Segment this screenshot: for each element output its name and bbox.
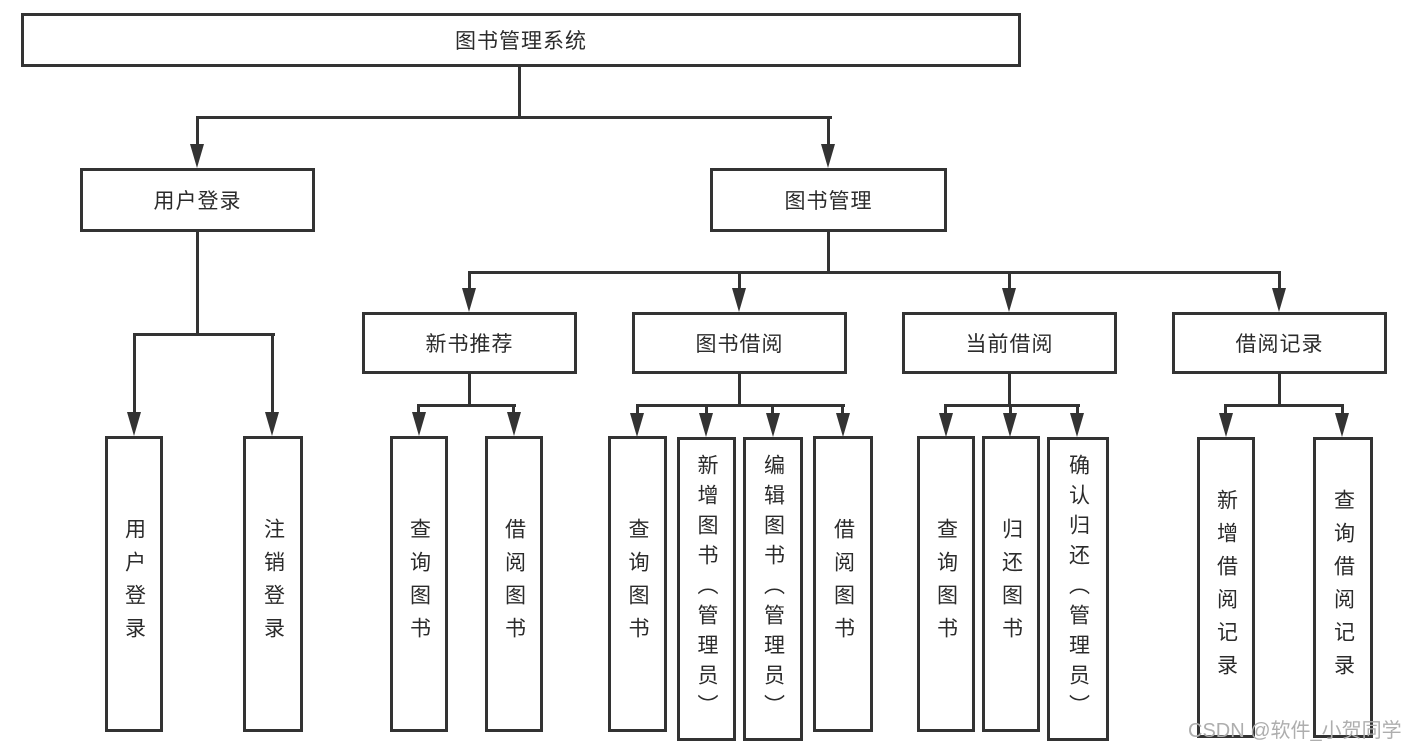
leaf-user-login: 用户登录	[105, 436, 163, 732]
arrowhead-user-login	[190, 144, 204, 168]
connector-to-new-book-recommend	[468, 271, 471, 295]
connector-to-leaf-query-book-2	[636, 404, 639, 420]
connector-book-borrowing-stem	[738, 374, 741, 407]
leaf-borrow-book-2-label: 借阅图书	[831, 518, 855, 650]
node-current-borrowing-label: 当前借阅	[965, 333, 1054, 356]
leaf-query-borrow-record-label: 查询借阅记录	[1331, 488, 1355, 687]
connector-to-book-management	[827, 116, 830, 150]
leaf-logout-login: 注销登录	[243, 436, 303, 732]
connector-to-leaf-logout	[271, 333, 274, 417]
arrowhead-new-book-recommend	[462, 288, 476, 312]
leaf-query-borrow-record: 查询借阅记录	[1313, 437, 1373, 738]
arrowhead-leaf-add-borrow-record	[1219, 413, 1233, 437]
arrowhead-leaf-logout	[265, 412, 279, 436]
leaf-return-book: 归还图书	[982, 436, 1040, 732]
node-book-management-label: 图书管理	[784, 190, 873, 213]
watermark: CSDN @软件_小贺同学	[1188, 720, 1402, 742]
connector-current-borrowing-stem	[1008, 374, 1011, 407]
node-user-login-label: 用户登录	[153, 190, 242, 213]
node-book-management: 图书管理	[710, 168, 947, 232]
leaf-borrow-book-1: 借阅图书	[485, 436, 543, 732]
connector-to-user-login	[196, 116, 199, 150]
connector-borrowing-records-branch	[1224, 404, 1344, 407]
leaf-add-borrow-record-label: 新增借阅记录	[1214, 488, 1238, 687]
connector-to-leaf-add-borrow-record	[1224, 404, 1227, 420]
arrowhead-leaf-borrow-book-1	[507, 412, 521, 436]
arrowhead-leaf-query-book-2	[630, 413, 644, 437]
arrowhead-leaf-return-book	[1003, 413, 1017, 437]
arrowhead-current-borrowing	[1002, 288, 1016, 312]
leaf-add-book-admin-label: 新增图书（管理员）	[695, 454, 718, 724]
leaf-logout-login-label: 注销登录	[261, 518, 285, 650]
leaf-borrow-book-1-label: 借阅图书	[502, 518, 526, 650]
arrowhead-leaf-borrow-book-2	[836, 413, 850, 437]
connector-to-current-borrowing	[1008, 271, 1011, 295]
connector-to-leaf-edit-book	[771, 404, 774, 420]
leaf-query-book-2-label: 查询图书	[626, 518, 649, 650]
node-borrowing-records-label: 借阅记录	[1235, 333, 1324, 356]
node-current-borrowing: 当前借阅	[902, 312, 1117, 374]
node-book-borrowing: 图书借阅	[632, 312, 847, 374]
connector-root-stem	[518, 65, 521, 119]
arrowhead-leaf-query-book-1	[412, 412, 426, 436]
node-library-system-label: 图书管理系统	[455, 30, 587, 53]
connector-level3-branch	[468, 271, 1281, 274]
connector-current-borrowing-branch	[944, 404, 1080, 407]
connector-to-leaf-confirm-return	[1076, 404, 1079, 420]
connector-borrowing-records-stem	[1278, 374, 1281, 407]
connector-to-leaf-borrow-book-2	[841, 404, 844, 420]
arrowhead-leaf-confirm-return	[1070, 413, 1084, 437]
leaf-user-login-label: 用户登录	[122, 518, 146, 650]
leaf-add-borrow-record: 新增借阅记录	[1197, 437, 1255, 738]
connector-to-leaf-add-book	[705, 404, 708, 420]
arrowhead-leaf-query-book-3	[939, 413, 953, 437]
node-user-login: 用户登录	[80, 168, 315, 232]
leaf-query-book-1: 查询图书	[390, 436, 448, 732]
connector-new-book-recommend-branch	[417, 404, 516, 407]
leaf-confirm-return-admin-label: 确认归还（管理员）	[1066, 454, 1090, 724]
connector-to-leaf-user-login	[133, 333, 136, 417]
leaf-borrow-book-2: 借阅图书	[813, 436, 873, 732]
leaf-query-book-2: 查询图书	[608, 436, 667, 732]
connector-to-book-borrowing	[738, 271, 741, 295]
arrowhead-book-borrowing	[732, 288, 746, 312]
node-new-book-recommend: 新书推荐	[362, 312, 577, 374]
connector-book-borrowing-branch	[636, 404, 845, 407]
leaf-query-book-3: 查询图书	[917, 436, 975, 732]
arrowhead-leaf-query-borrow-record	[1335, 413, 1349, 437]
leaf-edit-book-admin-label: 编辑图书（管理员）	[761, 454, 785, 724]
arrowhead-borrowing-records	[1272, 288, 1286, 312]
node-borrowing-records: 借阅记录	[1172, 312, 1387, 374]
arrowhead-leaf-add-book	[699, 413, 713, 437]
node-library-system: 图书管理系统	[21, 13, 1021, 67]
node-new-book-recommend-label: 新书推荐	[425, 333, 514, 356]
leaf-query-book-3-label: 查询图书	[934, 518, 958, 650]
connector-to-leaf-query-borrow-record	[1341, 404, 1344, 420]
connector-book-management-stem	[827, 232, 830, 274]
connector-user-login-branch	[133, 333, 275, 336]
arrowhead-leaf-edit-book	[766, 413, 780, 437]
node-book-borrowing-label: 图书借阅	[695, 333, 784, 356]
connector-to-leaf-return-book	[1009, 404, 1012, 420]
leaf-edit-book-admin: 编辑图书（管理员）	[743, 437, 803, 741]
leaf-confirm-return-admin: 确认归还（管理员）	[1047, 437, 1109, 741]
connector-user-login-stem	[196, 232, 199, 336]
leaf-add-book-admin: 新增图书（管理员）	[677, 437, 736, 741]
arrowhead-book-management	[821, 144, 835, 168]
leaf-query-book-1-label: 查询图书	[407, 518, 431, 650]
connector-to-leaf-query-book-3	[944, 404, 947, 420]
arrowhead-leaf-user-login	[127, 412, 141, 436]
connector-new-book-recommend-stem	[468, 374, 471, 407]
connector-level2-branch	[196, 116, 832, 119]
connector-to-borrowing-records	[1278, 271, 1281, 295]
leaf-return-book-label: 归还图书	[999, 518, 1023, 650]
